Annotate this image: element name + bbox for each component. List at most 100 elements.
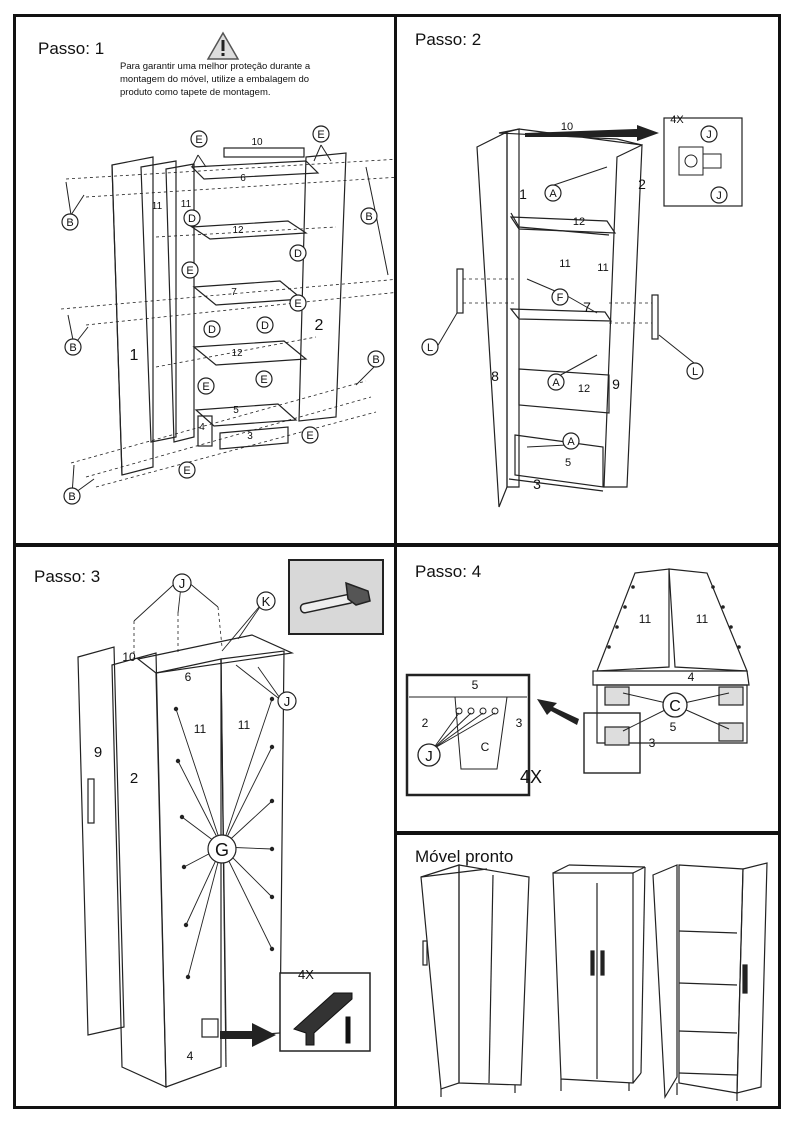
part-number: 4: [688, 670, 695, 684]
handle-right: [651, 294, 659, 340]
door-handle: [87, 778, 95, 824]
quantity-label: 4X: [298, 967, 314, 982]
part-number: 6: [240, 173, 246, 184]
callout-letter: B: [69, 342, 76, 354]
callout-letter: J: [716, 190, 722, 202]
hammer-icon: [299, 581, 371, 614]
bracket-detail-box: [405, 673, 531, 797]
shelf-12-lower: [192, 340, 308, 366]
callout-letter: E: [202, 381, 209, 393]
warning-line: produto como tapete de montagem.: [120, 87, 271, 98]
profile-strip-icon: [293, 992, 353, 1046]
part-number: 12: [231, 348, 243, 359]
warning-line: Para garantir uma melhor proteção durant…: [120, 61, 311, 72]
callout-letter: D: [208, 324, 216, 336]
part-number: 4: [199, 422, 205, 433]
part-number: 10: [251, 137, 263, 148]
part-number: 12: [578, 383, 590, 395]
part-number: 3: [649, 736, 656, 750]
callout-letter: A: [552, 377, 560, 389]
part-number: 11: [639, 612, 652, 626]
part-number: 4: [187, 1049, 194, 1063]
step-4-panel: Passo: 4 C: [394, 544, 781, 834]
callout-letter: G: [215, 840, 229, 860]
step-3-title: Passo: 3: [34, 567, 101, 586]
part-number: 7: [583, 299, 591, 315]
callout-letter: K: [262, 594, 271, 609]
door-9: [77, 646, 125, 1036]
kick-3: [219, 426, 289, 450]
panel-11-left: [155, 658, 222, 1088]
part-number: 3: [516, 716, 523, 730]
part-number: 11: [696, 612, 709, 626]
detail-arrow: [537, 699, 579, 725]
finished-cabinets: [420, 862, 768, 1101]
callout-letter: L: [427, 342, 433, 354]
callout-letter: D: [294, 248, 302, 260]
step-4-diagram: C J 5 2 3 C 11 11 4 5 3 4X: [405, 568, 750, 797]
part-number: C: [481, 740, 490, 754]
callout-letter: J: [179, 576, 186, 591]
part-number: 9: [94, 744, 102, 761]
part-number: 3: [533, 476, 541, 492]
part-number: 3: [247, 431, 253, 442]
part-number: 8: [491, 368, 499, 384]
part-number: 12: [232, 225, 244, 236]
skirt-4: [197, 415, 213, 447]
panel-11-right: [165, 163, 195, 443]
part-number: 11: [559, 258, 570, 270]
callout-letter: D: [261, 320, 269, 332]
part-number: 10: [561, 121, 573, 133]
panel-11-left: [140, 160, 177, 443]
callout-letter: J: [706, 129, 712, 141]
part-number: 12: [573, 216, 585, 228]
shelf-12-upper: [509, 216, 617, 234]
strip-detail-marker: [201, 1018, 219, 1038]
callout-letter: A: [549, 188, 557, 200]
callout-letter: B: [68, 491, 75, 503]
shelf-7: [192, 280, 304, 306]
step-1-exploded-diagram: E E B B D D E E B D D B E E E E B 10 6 1…: [60, 125, 394, 505]
finished-panel: Móvel pronto: [394, 832, 781, 1109]
part-number: 10: [122, 650, 136, 664]
callout-letter: E: [195, 134, 202, 146]
panel-11-left: [596, 568, 670, 672]
part-number: 2: [130, 770, 138, 787]
part-number: 7: [231, 287, 237, 298]
part-number: 2: [422, 716, 429, 730]
base-5: [596, 684, 748, 744]
part-number: 1: [130, 347, 139, 364]
step-2-panel: Passo: 2: [394, 14, 781, 546]
panel-10-strip: [223, 147, 305, 158]
part-number: 5: [472, 678, 479, 692]
foot-block: [718, 686, 744, 706]
shelf-12-upper: [190, 220, 308, 240]
part-number: 9: [612, 376, 620, 392]
step-2-title: Passo: 2: [415, 30, 482, 49]
step-2-diagram: A A A F L L J J 10 4X 12 11 11 12 5 1 2 …: [421, 114, 743, 508]
panel-6-top: [190, 160, 320, 180]
step-3-panel: Passo: 3: [13, 544, 397, 1109]
door-8: [476, 131, 508, 508]
foot-block: [604, 686, 630, 706]
base-5: [514, 434, 604, 488]
step-1-panel: Passo: 1 Para garantir uma melhor proteç…: [13, 14, 397, 546]
shelf-12-lower: [518, 368, 610, 414]
step-4-title: Passo: 4: [415, 562, 482, 581]
callout-letter: B: [372, 354, 379, 366]
handle-left: [456, 268, 464, 314]
hammer-tool-box: [288, 559, 384, 635]
part-number: 11: [152, 201, 163, 212]
callout-letter: C: [669, 698, 681, 715]
callout-letter: E: [183, 465, 190, 477]
cabinet-back-view: [420, 864, 530, 1097]
part-number: 2: [638, 176, 646, 192]
part-number: 11: [194, 722, 207, 736]
warning-icon: [206, 31, 240, 60]
part-number: 5: [670, 720, 677, 734]
foot-block: [604, 726, 630, 746]
cabinet-closed-view: [552, 864, 646, 1091]
callout-letter: F: [557, 292, 564, 304]
callout-letter: B: [365, 211, 372, 223]
top-6: [136, 634, 295, 674]
